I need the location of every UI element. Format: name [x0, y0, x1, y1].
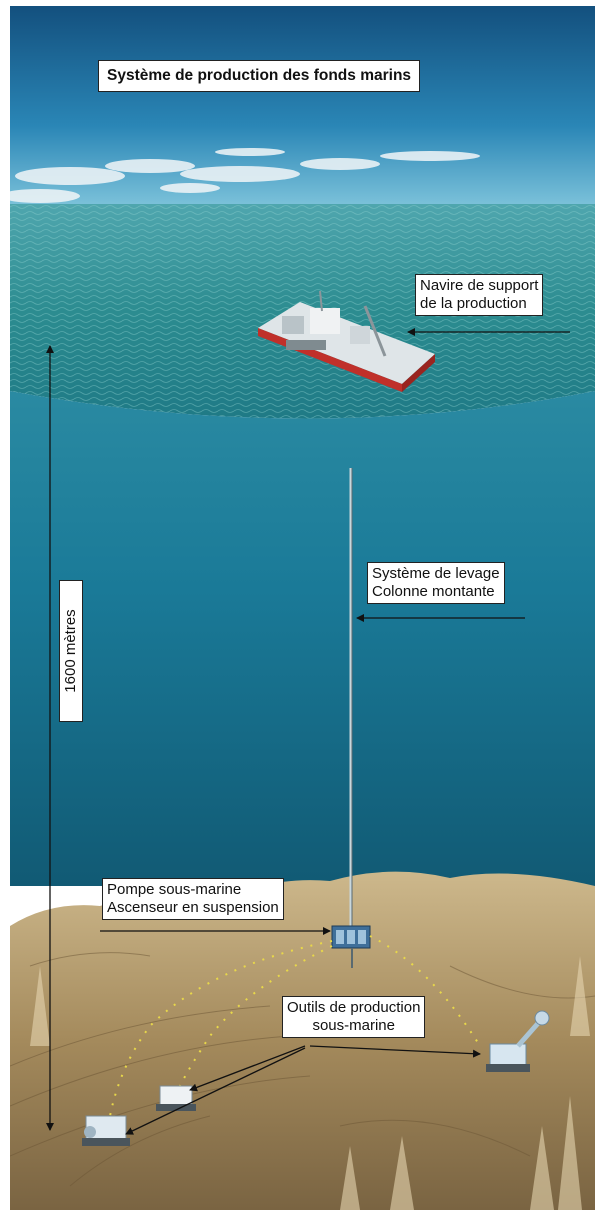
seabed-tool-crawler	[486, 1010, 550, 1072]
tools-callout-arrow-right	[309, 1045, 481, 1058]
seabed-tool-collector	[156, 1085, 196, 1111]
tools-label-line-1: Outils de production	[287, 999, 421, 1016]
clouds	[10, 148, 480, 203]
tools-label: Outils de production sous-marine	[282, 996, 426, 1038]
pump-label: Pompe sous-marine Ascenseur en suspensio…	[102, 878, 284, 920]
pump-label-line-2: Ascenseur en suspension	[107, 899, 279, 916]
seabed-peaks	[30, 956, 590, 1210]
depth-label: 1600 mètres	[59, 580, 83, 722]
ship-label-line-1: Navire de support	[420, 277, 539, 294]
scene-artwork	[10, 6, 595, 1210]
riser-column	[349, 468, 353, 926]
production-support-ship	[258, 290, 435, 392]
ship-label-line-2: de la production	[420, 295, 527, 312]
pump-label-line-1: Pompe sous-marine	[107, 881, 242, 898]
deep-water	[10, 391, 595, 886]
tools-label-line-2: sous-marine	[312, 1017, 395, 1034]
ship-label: Navire de support de la production	[415, 274, 544, 316]
riser-label-line-1: Système de levage	[372, 565, 500, 582]
riser-label: Système de levage Colonne montante	[367, 562, 505, 604]
seabed-production-illustration: Système de production des fonds marins N…	[10, 6, 595, 1210]
diagram-title: Système de production des fonds marins	[98, 60, 421, 92]
seabed	[10, 871, 595, 1210]
tools-callout-arrow-left	[125, 1047, 306, 1135]
riser-label-line-2: Colonne montante	[372, 583, 495, 600]
subsea-pump	[331, 925, 371, 968]
tools-callout-arrow-middle	[189, 1045, 306, 1092]
seabed-tool-cutter	[82, 1115, 130, 1146]
flexible-hoses	[109, 935, 481, 1117]
